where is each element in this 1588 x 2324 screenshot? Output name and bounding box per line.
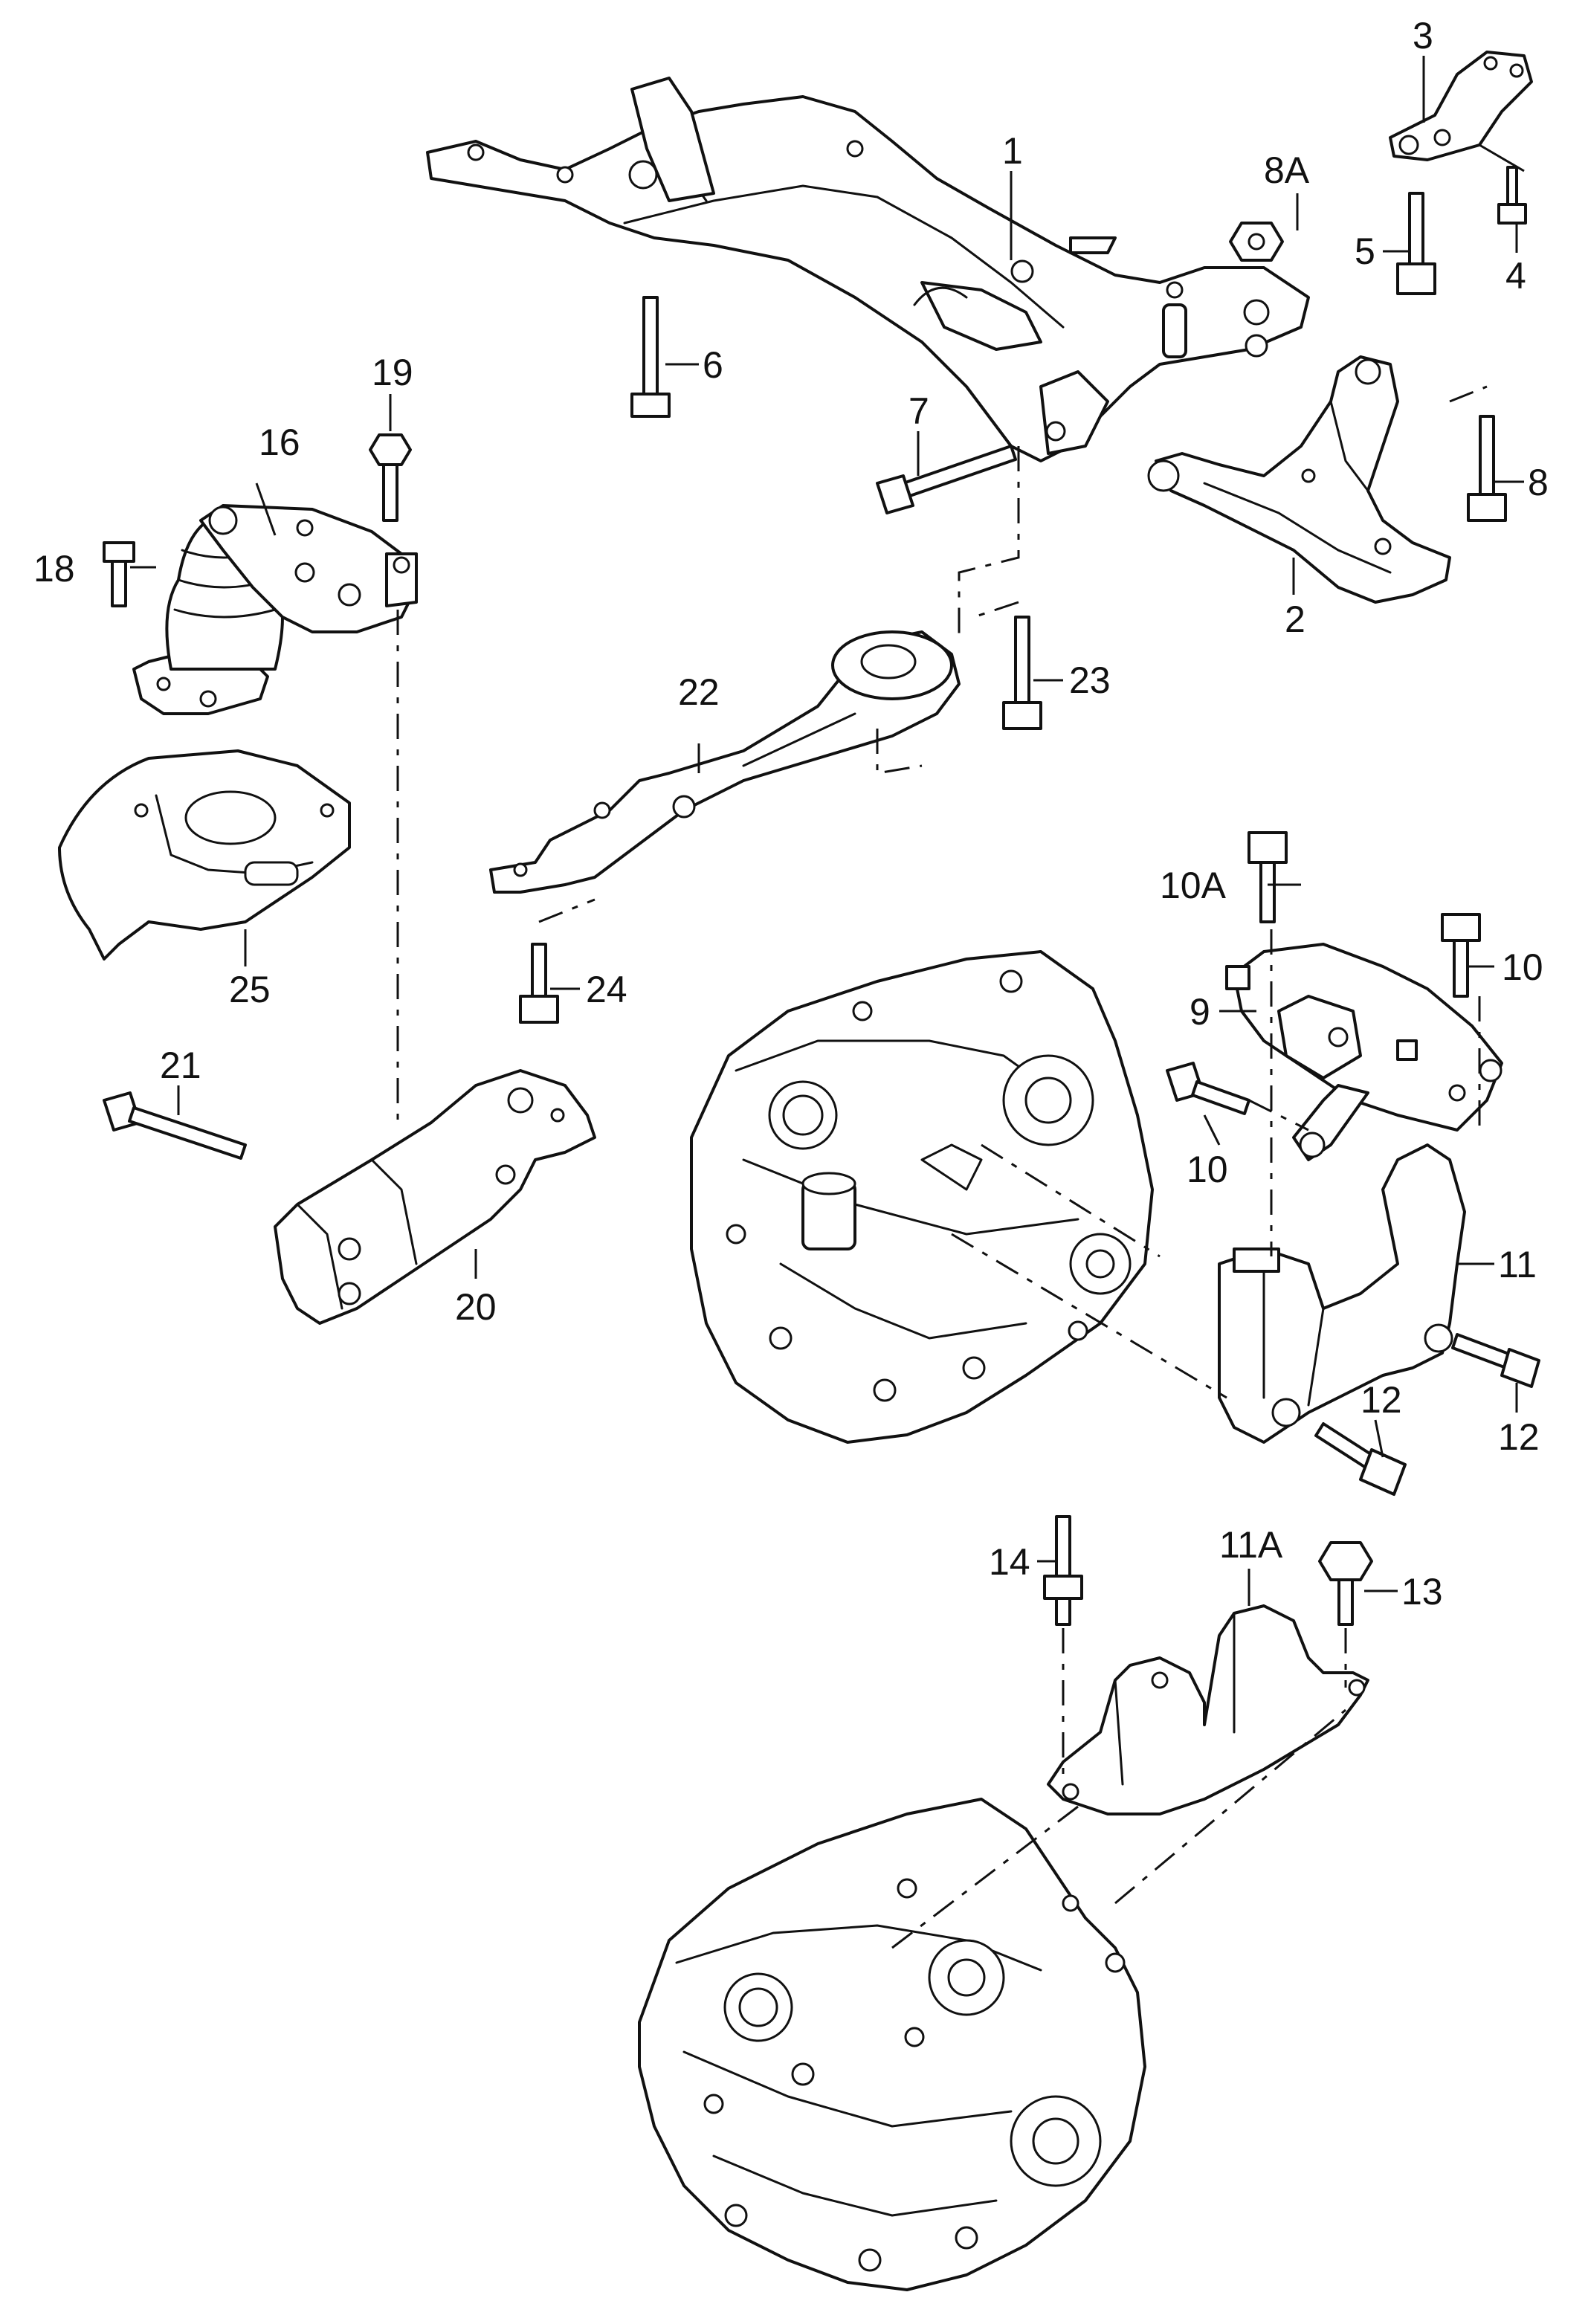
callout-12-right: 12 [1498,1416,1540,1458]
bolt-13 [1318,1541,1373,1626]
subframe [426,77,1310,462]
callout-25: 25 [229,969,271,1010]
bolt-12-right [1451,1333,1540,1388]
bolt-24 [519,943,559,1024]
callout-2: 2 [1285,598,1305,640]
bracket-20 [274,1069,596,1325]
bolt-5 [1396,192,1436,295]
callout-22: 22 [678,671,720,713]
callout-21: 21 [160,1045,201,1086]
callout-5: 5 [1355,230,1375,272]
callout-24: 24 [586,969,627,1010]
bolt-18 [103,541,135,607]
bolt-12-bottom [1314,1422,1407,1496]
callout-18: 18 [33,548,75,590]
callout-7: 7 [908,390,929,432]
callout-10a: 10A [1160,865,1227,906]
callout-4: 4 [1505,255,1526,297]
transmission-mount-9 [1225,943,1503,1161]
heat-shield-25 [58,749,351,961]
callout-12-bottom: 12 [1361,1379,1402,1421]
bracket-3 [1389,51,1533,161]
callout-13: 13 [1401,1571,1443,1613]
callout-19: 19 [372,352,413,393]
callout-23: 23 [1069,659,1111,701]
callout-16: 16 [259,422,300,463]
engine-mount-16 [132,504,418,715]
bolt-4 [1497,166,1527,225]
bolt-8 [1467,415,1507,522]
callout-6: 6 [703,344,723,386]
bolt-10-right [1441,913,1481,998]
stud-14 [1043,1515,1083,1626]
callout-1: 1 [1002,130,1023,172]
bolt-21 [103,1091,247,1160]
bracket-11a [1047,1604,1369,1815]
callouts: 1 2 3 4 5 6 7 8 8A 9 10A 10 10 11 11A 12… [33,15,1549,1613]
bracket-11 [1218,1143,1466,1444]
assembly-lines [396,385,1488,1949]
callout-3: 3 [1413,15,1433,57]
callout-20: 20 [455,1286,497,1328]
gearbox-lower [638,1798,1146,2291]
pendulum-support-22 [489,630,961,894]
callout-10-right: 10 [1502,946,1543,988]
bolt-10-left [1166,1062,1250,1115]
leader-lines [130,56,1525,1606]
callout-11a: 11A [1219,1524,1283,1566]
bolt-10a [1248,831,1288,923]
bolt-6 [630,296,671,418]
callout-11: 11 [1498,1244,1537,1285]
callout-9: 9 [1190,991,1210,1033]
callout-8: 8 [1528,462,1549,503]
control-arm [1147,355,1451,604]
bolt-7 [876,445,1017,514]
bolt-23 [1002,616,1042,730]
callout-14: 14 [989,1541,1030,1583]
callout-10-left: 10 [1187,1149,1228,1190]
gearbox-upper [690,950,1154,1444]
nut-8a [1229,222,1284,262]
bolt-19 [369,433,412,522]
callout-8a: 8A [1264,149,1310,191]
